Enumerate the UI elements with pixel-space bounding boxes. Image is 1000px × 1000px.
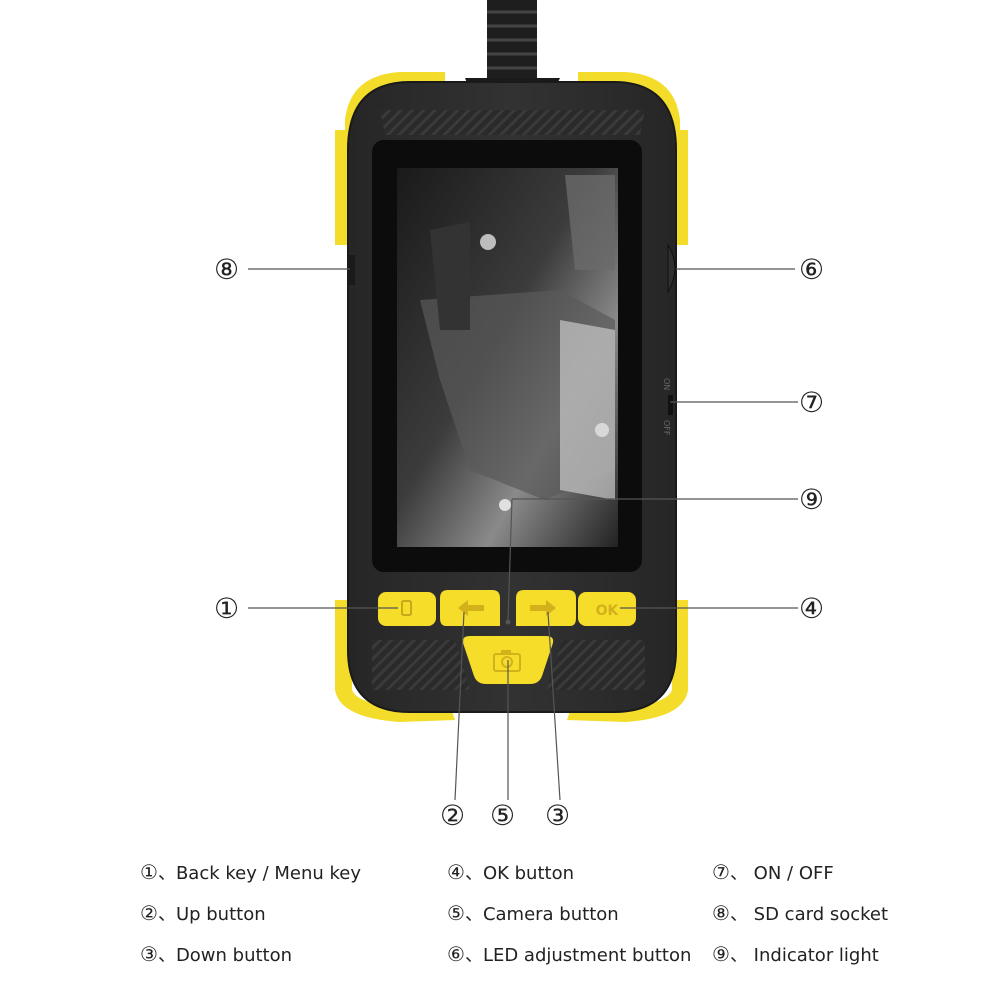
callout-6: ⑥ [799, 253, 824, 286]
legend-label: SD card socket [753, 904, 889, 925]
up-button[interactable] [440, 590, 500, 626]
back-menu-key[interactable] [378, 592, 436, 626]
legend-item-2: ②、Up button [140, 902, 266, 926]
legend-sep: 、 [729, 945, 754, 966]
callout-5: ⑤ [490, 799, 515, 832]
legend-label: Back key / Menu key [175, 863, 362, 884]
legend-item-3: ③、Down button [140, 943, 292, 967]
cable [465, 0, 560, 95]
legend-label: Camera button [482, 904, 619, 925]
power-switch[interactable] [668, 395, 673, 415]
legend-label: Down button [175, 945, 293, 966]
bottom-right-grip [547, 640, 645, 690]
legend-item-1: ①、Back key / Menu key [140, 861, 361, 885]
legend-item-9: ⑨、 Indicator light [712, 943, 879, 967]
legend-num: ③ [140, 942, 158, 966]
legend-label: LED adjustment button [482, 945, 692, 966]
leader-lines [248, 268, 798, 801]
legend-num: ⑦ [712, 860, 730, 884]
legend-item-4: ④、OK button [447, 861, 574, 885]
legend-num: ⑧ [712, 901, 730, 925]
legend-item-6: ⑥、LED adjustment button [447, 943, 691, 967]
legend-num: ④ [447, 860, 465, 884]
legend-sep: 、 [464, 863, 483, 884]
ok-button-glyph: OK [596, 603, 620, 619]
callout-2: ② [440, 799, 465, 832]
legend-sep: 、 [157, 904, 176, 925]
legend-num: ① [140, 860, 158, 884]
legend-label: ON / OFF [753, 863, 834, 884]
bottom-left-grip [372, 640, 470, 690]
legend-item-5: ⑤、Camera button [447, 902, 619, 926]
legend: ①、Back key / Menu key ②、Up button ③、Down… [0, 858, 1000, 978]
legend-sep: 、 [464, 904, 483, 925]
callout-1: ① [214, 592, 239, 625]
legend-label: Up button [175, 904, 266, 925]
callout-3: ③ [545, 799, 570, 832]
legend-label: OK button [482, 863, 575, 884]
legend-num: ② [140, 901, 158, 925]
camera-icon [493, 650, 521, 672]
legend-num: ⑥ [447, 942, 465, 966]
callout-8: ⑧ [214, 253, 239, 286]
legend-item-7: ⑦、 ON / OFF [712, 861, 834, 885]
left-arrow-icon [458, 600, 484, 616]
legend-sep: 、 [729, 904, 754, 925]
legend-sep: 、 [157, 863, 176, 884]
screen-engine-image [420, 175, 615, 511]
sd-card-socket[interactable] [349, 255, 355, 285]
legend-item-8: ⑧、 SD card socket [712, 902, 888, 926]
legend-num: ⑨ [712, 942, 730, 966]
legend-sep: 、 [464, 945, 483, 966]
down-button[interactable] [516, 590, 576, 626]
top-grip [380, 110, 645, 135]
callout-7: ⑦ [799, 386, 824, 419]
legend-label: Indicator light [753, 945, 879, 966]
indicator-light [505, 619, 511, 625]
ok-button[interactable]: OK [578, 592, 636, 626]
switch-label-off: OFF [662, 420, 671, 436]
switch-label-on: ON [662, 378, 671, 390]
led-adjustment-button[interactable] [667, 243, 676, 294]
callout-9: ⑨ [799, 483, 824, 516]
legend-sep: 、 [157, 945, 176, 966]
legend-num: ⑤ [447, 901, 465, 925]
callout-4: ④ [799, 592, 824, 625]
right-arrow-icon [530, 600, 556, 616]
legend-sep: 、 [729, 863, 754, 884]
